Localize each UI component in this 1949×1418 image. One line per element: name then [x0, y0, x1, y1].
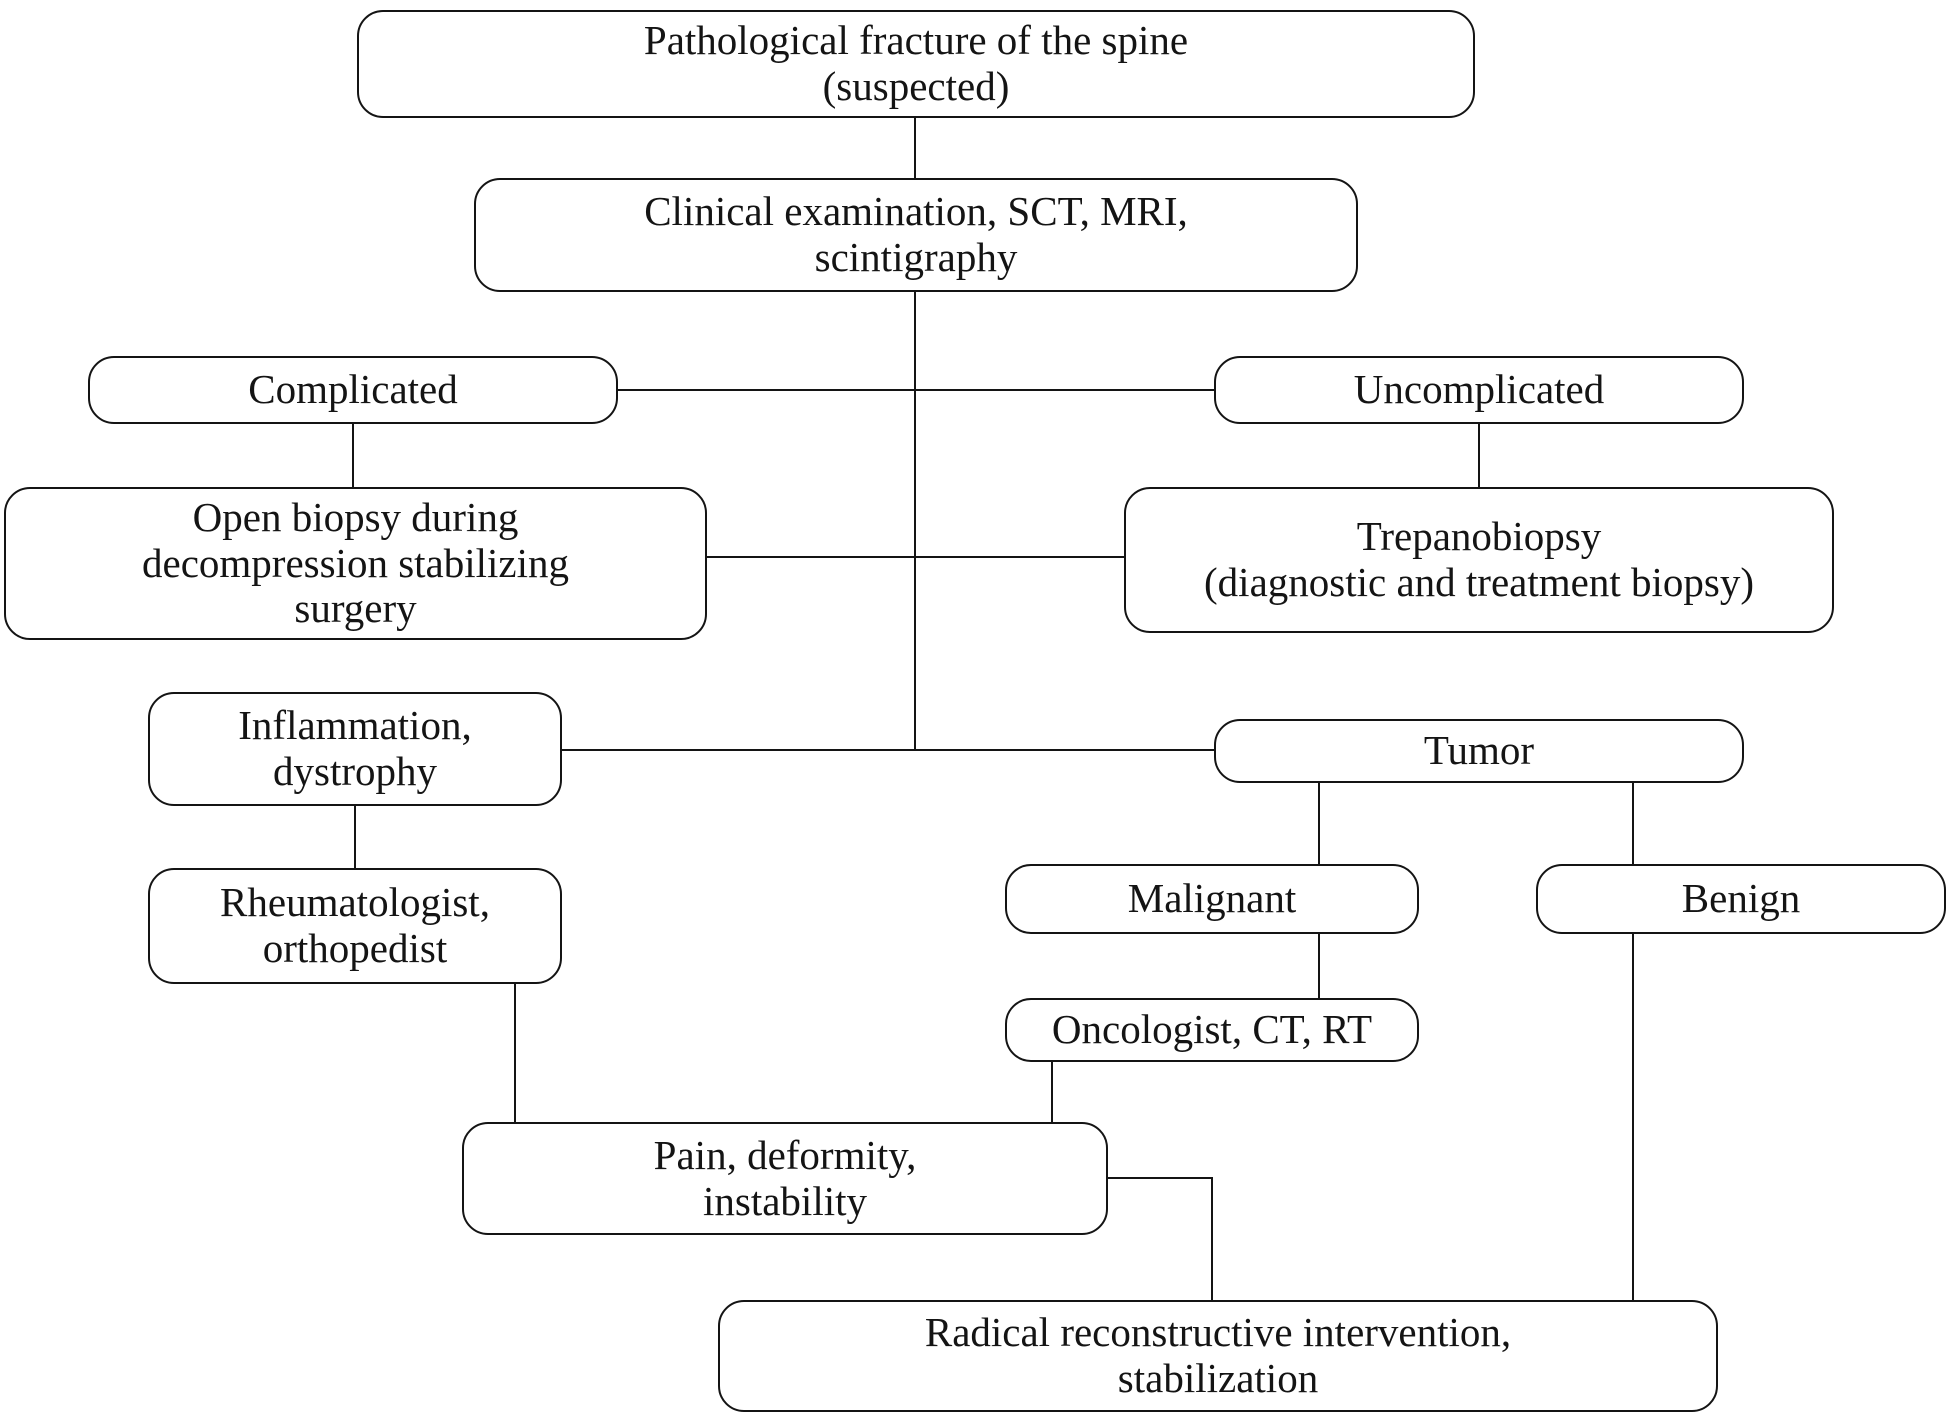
node-inflammation-dystrophy: Inflammation, dystrophy	[148, 692, 562, 806]
node-trepanobiopsy-label: Trepanobiopsy (diagnostic and treatment …	[1204, 513, 1754, 605]
node-clinical-examination: Clinical examination, SCT, MRI, scintigr…	[474, 178, 1358, 292]
connector-tumor-malignant	[1318, 783, 1320, 864]
node-clinical-examination-label: Clinical examination, SCT, MRI, scintigr…	[644, 188, 1188, 280]
node-trepanobiopsy: Trepanobiopsy (diagnostic and treatment …	[1124, 487, 1834, 633]
node-benign: Benign	[1536, 864, 1946, 934]
connector-biopsy-row	[707, 556, 1124, 558]
node-rheumatologist-orthopedist-label: Rheumatologist, orthopedist	[220, 879, 490, 971]
node-benign-label: Benign	[1681, 875, 1801, 922]
connector-complicated-open-biopsy	[352, 424, 354, 487]
node-pain-deformity-instability: Pain, deformity, instability	[462, 1122, 1108, 1235]
connector-benign-radical	[1632, 934, 1634, 1300]
node-complicated-label: Complicated	[248, 366, 458, 413]
node-radical-reconstruction: Radical reconstructive intervention, sta…	[718, 1300, 1718, 1412]
node-oncologist: Oncologist, CT, RT	[1005, 998, 1419, 1062]
connector-pain-elbow	[1108, 1177, 1213, 1179]
connector-pathological-clinical	[914, 118, 916, 178]
node-oncologist-label: Oncologist, CT, RT	[1051, 1006, 1373, 1053]
node-tumor-label: Tumor	[1423, 727, 1535, 774]
node-open-biopsy-label: Open biopsy during decompression stabili…	[142, 493, 569, 632]
connector-inflammation-tumor	[562, 749, 1214, 751]
node-pathological-fracture-label: Pathological fracture of the spine (susp…	[643, 17, 1189, 109]
connector-tumor-benign	[1632, 783, 1634, 864]
node-pathological-fracture: Pathological fracture of the spine (susp…	[357, 10, 1475, 118]
node-complicated: Complicated	[88, 356, 618, 424]
node-radical-reconstruction-label: Radical reconstructive intervention, sta…	[924, 1309, 1512, 1401]
connector-uncomplicated-trepanobiopsy	[1478, 424, 1480, 487]
connector-complicated-uncomplicated	[618, 389, 1214, 391]
node-rheumatologist-orthopedist: Rheumatologist, orthopedist	[148, 868, 562, 984]
connector-oncologist-pain	[1051, 1062, 1053, 1122]
connector-pain-radical	[1211, 1177, 1213, 1300]
connector-central-axis	[914, 292, 916, 750]
node-uncomplicated: Uncomplicated	[1214, 356, 1744, 424]
node-open-biopsy: Open biopsy during decompression stabili…	[4, 487, 707, 640]
connector-malignant-oncologist	[1318, 934, 1320, 998]
node-inflammation-dystrophy-label: Inflammation, dystrophy	[238, 702, 472, 794]
node-malignant-label: Malignant	[1127, 875, 1297, 922]
connector-rheumatologist-pain	[514, 984, 516, 1122]
connector-inflammation-rheumatologist	[354, 806, 356, 868]
node-malignant: Malignant	[1005, 864, 1419, 934]
node-uncomplicated-label: Uncomplicated	[1353, 366, 1605, 413]
node-pain-deformity-instability-label: Pain, deformity, instability	[653, 1131, 917, 1224]
node-tumor: Tumor	[1214, 719, 1744, 783]
